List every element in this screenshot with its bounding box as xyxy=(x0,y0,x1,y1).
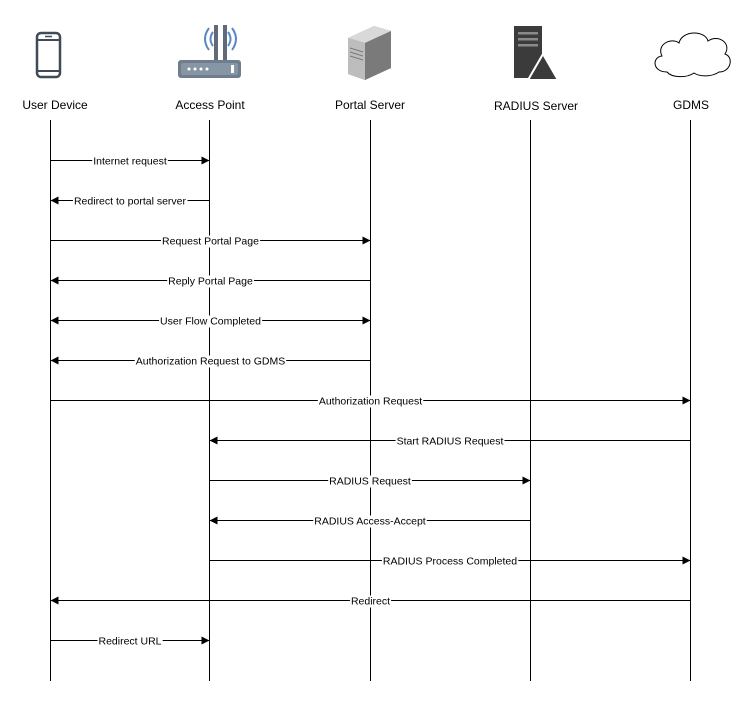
message-label-background xyxy=(313,515,427,528)
message-label-background xyxy=(92,155,168,168)
message-label-background xyxy=(167,275,254,288)
actor-label-access-point: Access Point xyxy=(175,98,245,112)
actor-label-radius-server: RADIUS Server xyxy=(494,99,578,113)
message-label-background xyxy=(328,475,412,488)
message-label: RADIUS Access-Accept xyxy=(314,516,426,528)
smartphone-icon xyxy=(35,31,62,79)
message-label: RADIUS Process Completed xyxy=(383,556,517,568)
message-label: User Flow Completed xyxy=(160,316,261,328)
message-label: Authorization Request xyxy=(319,396,422,408)
message-label: Redirect to portal server xyxy=(74,196,187,208)
cloud-icon xyxy=(654,32,731,78)
server-warning-icon xyxy=(514,26,560,81)
message-label: Start RADIUS Request xyxy=(397,436,504,448)
message-label-background xyxy=(161,235,261,248)
message-label-background xyxy=(381,555,519,568)
message-label: Internet request xyxy=(93,156,167,168)
message-label: Authorization Request to GDMS xyxy=(136,356,285,368)
message-label-background xyxy=(159,315,263,328)
message-label-background xyxy=(349,595,392,608)
message-label: Redirect URL xyxy=(98,636,161,648)
actor-label-portal-server: Portal Server xyxy=(335,98,405,112)
message-label-background xyxy=(97,635,163,648)
message-label: Request Portal Page xyxy=(162,236,259,248)
wireless-router-icon xyxy=(178,25,241,78)
actor-label-gdms: GDMS xyxy=(673,98,709,112)
message-label-background xyxy=(395,435,505,448)
server-tower-icon xyxy=(348,26,391,80)
message-label: RADIUS Request xyxy=(329,476,411,488)
message-label-background xyxy=(317,395,424,408)
message-label: Redirect xyxy=(351,596,390,608)
actor-label-user-device: User Device xyxy=(22,98,88,112)
message-label-background xyxy=(72,195,188,208)
message-label-background xyxy=(134,355,287,368)
message-label: Reply Portal Page xyxy=(168,276,253,288)
